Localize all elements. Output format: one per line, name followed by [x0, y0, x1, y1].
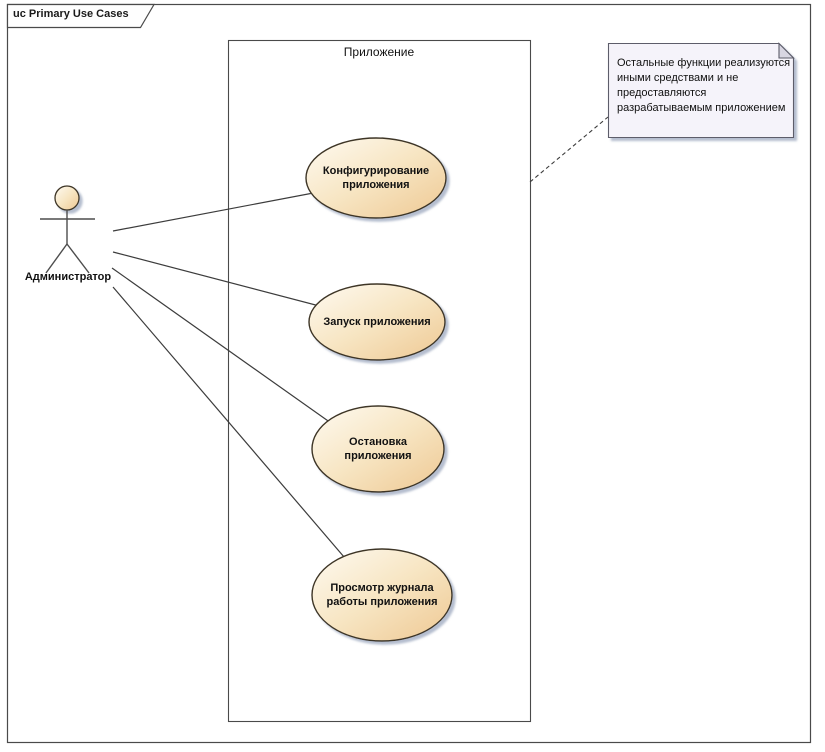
note[interactable]: [607, 42, 795, 139]
note-text-line: иными средствами и не: [617, 72, 739, 84]
note-fold-icon: [778, 42, 795, 59]
actor-body: [40, 210, 95, 274]
associations: [111, 186, 369, 586]
note-text-line: разрабатываемым приложением: [617, 102, 786, 114]
frame-tab: [6, 3, 156, 29]
actor-label: Администратор: [24, 271, 112, 283]
association-stop[interactable]: [111, 267, 356, 441]
note-text: Остальные функции реализуются иными сред…: [617, 56, 790, 116]
note-link[interactable]: [529, 116, 609, 183]
usecase-ellipse-viewlog[interactable]: [311, 548, 453, 642]
actor-head: [54, 185, 80, 211]
usecase-label-configure: Конфигурирование приложения: [322, 165, 430, 191]
actor-figure[interactable]: [40, 185, 95, 274]
usecase-label-start: Запуск приложения: [323, 316, 431, 328]
usecase-ellipse-configure[interactable]: [305, 137, 447, 219]
frame-title: uc Primary Use Cases: [13, 8, 129, 20]
usecase-ellipse-start[interactable]: [308, 283, 446, 361]
system-boundary-label: Приложение: [343, 45, 415, 59]
usecase-ellipse-stop[interactable]: [311, 405, 445, 493]
note-text-line: Остальные функции реализуются: [617, 57, 791, 69]
note-body: [607, 42, 795, 139]
association-start[interactable]: [112, 251, 351, 315]
association-configure[interactable]: [112, 186, 346, 232]
association-viewlog[interactable]: [112, 286, 369, 586]
usecase-label-stop: Остановка приложения: [344, 436, 412, 462]
note-text-line: предоставляются: [617, 87, 707, 99]
usecase-label-viewlog: Просмотр журнала работы приложения: [326, 582, 438, 608]
